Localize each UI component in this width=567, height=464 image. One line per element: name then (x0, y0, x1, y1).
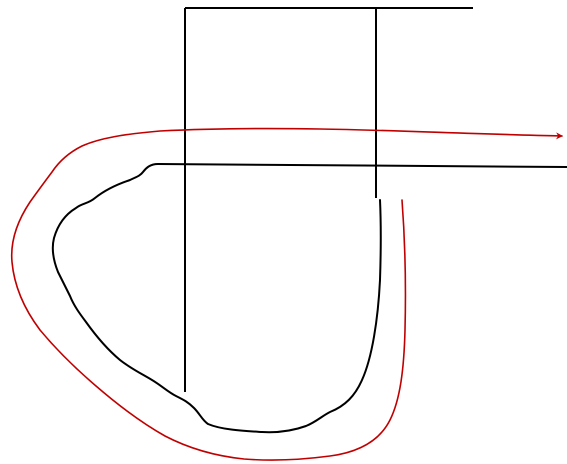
middle-horizontal-line (158, 164, 567, 167)
flow-path-arrow (12, 129, 562, 460)
